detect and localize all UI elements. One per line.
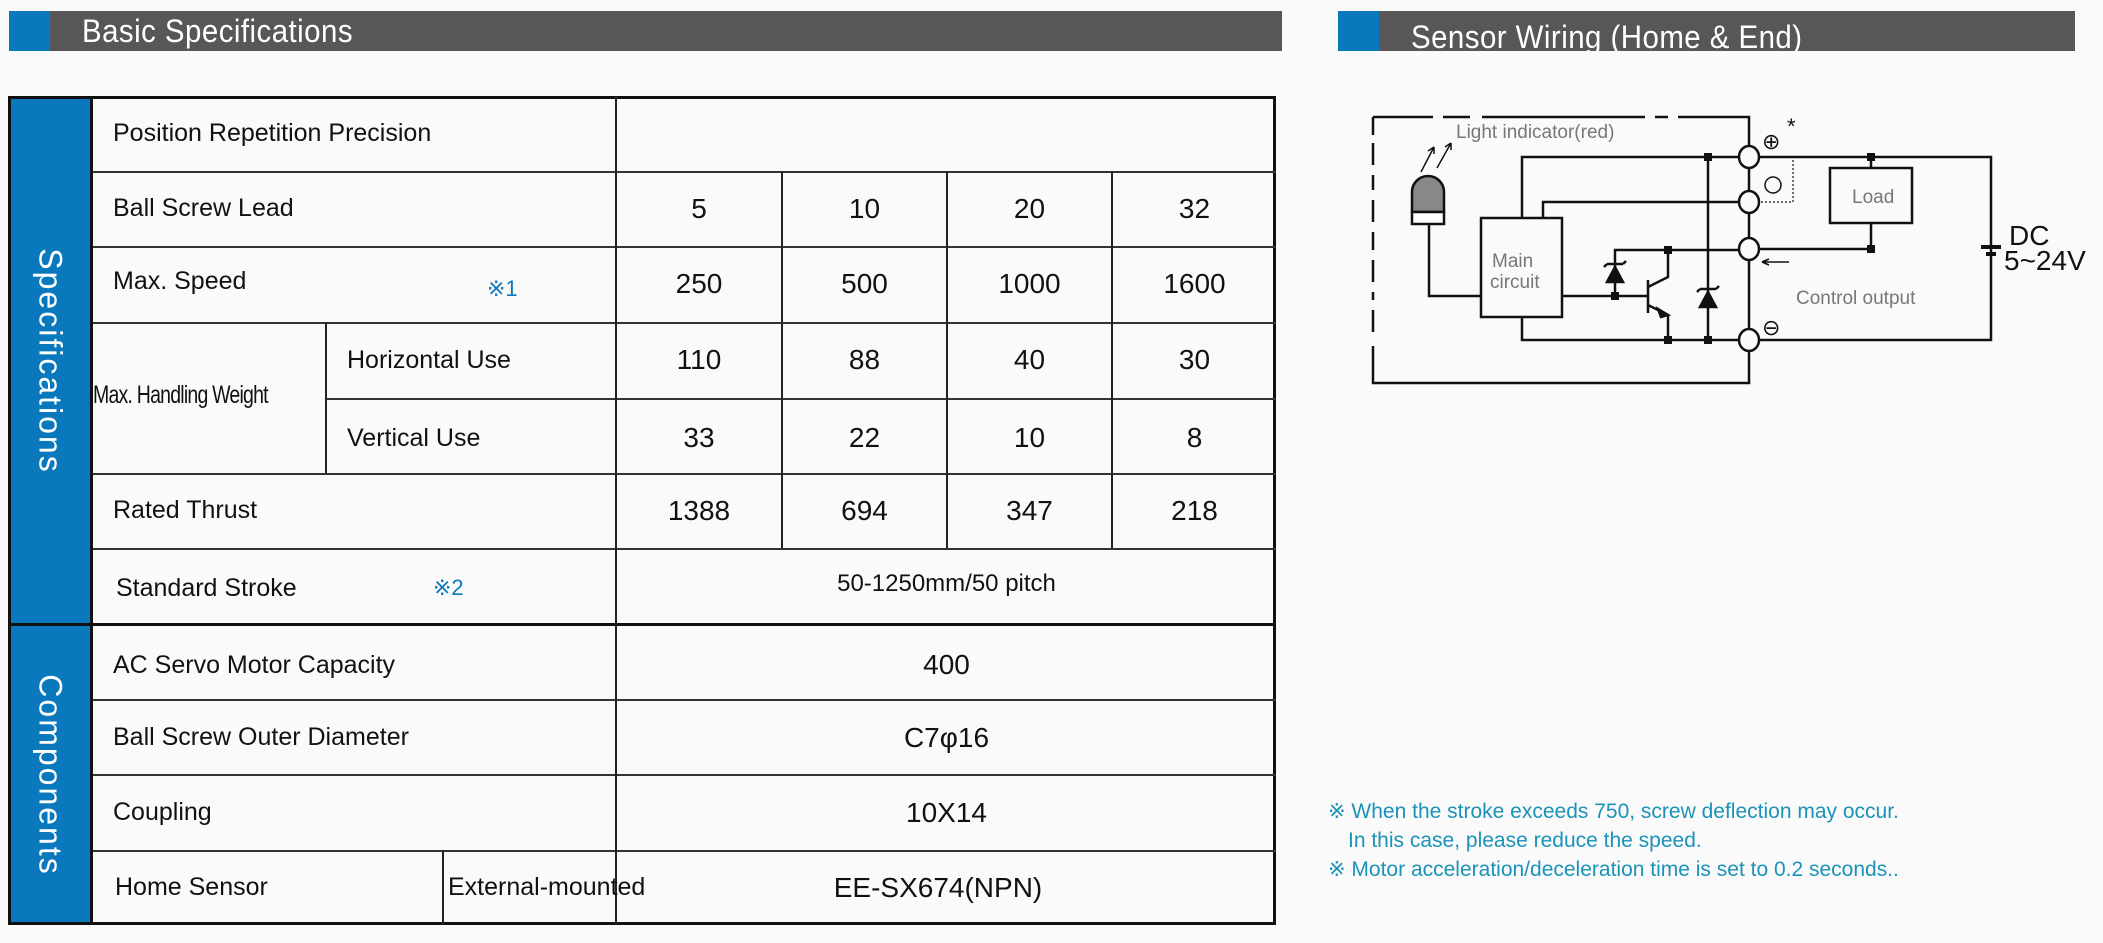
divider <box>90 96 93 925</box>
spec-table <box>8 96 1276 925</box>
light-indicator-label: Light indicator(red) <box>1456 122 1614 143</box>
label-horizontal: Horizontal Use <box>347 345 511 374</box>
divider <box>91 850 1276 852</box>
voltage-label: 5~24V <box>2004 245 2086 276</box>
value-diameter: C7φ16 <box>903 721 990 753</box>
divider <box>442 850 444 925</box>
value-stroke: 50-1250mm/50 pitch <box>837 570 1056 597</box>
terminal-blank-icon <box>1764 176 1782 194</box>
footnote-2: ※ Motor acceleration/deceleration time i… <box>1328 858 1899 881</box>
terminals <box>1737 144 1761 353</box>
header-title: Basic Specifications <box>82 13 354 49</box>
divider <box>325 322 327 473</box>
divider <box>8 623 1276 626</box>
light-arrows-icon <box>1420 142 1452 173</box>
load-label: Load <box>1852 187 1894 208</box>
header-accent <box>9 11 50 51</box>
value-cell: 8 <box>1186 422 1203 453</box>
label-diameter: Ball Screw Outer Diameter <box>113 723 409 751</box>
sensor-housing <box>1371 115 1751 385</box>
divider <box>91 246 1276 248</box>
value-coupling: 10X14 <box>906 796 987 828</box>
value-cell: 88 <box>848 344 881 375</box>
divider <box>1111 171 1113 548</box>
junction-dots <box>1611 153 1875 344</box>
value-cell: 10 <box>848 192 881 224</box>
footnote-1: ※ When the stroke exceeds 750, screw def… <box>1328 800 1899 823</box>
led-icon <box>1410 174 1446 226</box>
divider <box>946 171 948 548</box>
minus-terminal-icon: ⊖ <box>1762 315 1780 340</box>
label-sensor: Home Sensor <box>115 873 268 901</box>
value-cell: 250 <box>675 268 723 299</box>
value-cell: 40 <box>1013 344 1046 375</box>
label-motor: AC Servo Motor Capacity <box>113 650 396 679</box>
value-cell: 20 <box>1013 192 1046 224</box>
value-sensor: EE-SX674(NPN) <box>833 871 1043 903</box>
note-marker-1: ※1 <box>487 276 518 301</box>
sensor-wiring-header: Sensor Wiring (Home & End) <box>1338 11 2075 51</box>
label-thrust: Rated Thrust <box>113 496 258 524</box>
value-cell: 30 <box>1178 344 1211 375</box>
label-vertical: Vertical Use <box>347 423 481 452</box>
value-cell: 110 <box>676 344 722 375</box>
value-cell: 32 <box>1178 192 1211 224</box>
basic-specifications-header: Basic Specifications <box>9 11 1282 51</box>
group-specifications: Specifications <box>8 96 91 625</box>
arrow-icon <box>1761 258 1789 266</box>
divider <box>91 322 1276 324</box>
group-components: Components <box>8 625 91 925</box>
value-cell: 500 <box>841 268 888 299</box>
zener-diodes <box>1603 260 1720 319</box>
plus-terminal-icon: ⊕ <box>1762 129 1780 154</box>
value-cell: 218 <box>1171 494 1218 526</box>
divider <box>91 473 1276 475</box>
value-cell: 1000 <box>998 268 1061 299</box>
value-cell: 1388 <box>667 494 731 526</box>
value-cell: 347 <box>1006 494 1053 526</box>
control-output-label: Control output <box>1796 288 1916 309</box>
label-lead: Ball Screw Lead <box>113 194 294 222</box>
main-circuit-box <box>1479 216 1564 319</box>
divider <box>326 398 1276 400</box>
dc-label: DC <box>2009 220 2049 251</box>
header-title: Sensor Wiring (Home & End) <box>1411 19 1803 51</box>
note-marker-2: ※2 <box>433 575 464 600</box>
label-precision: Position Repetition Precision <box>113 119 432 147</box>
divider <box>91 699 1276 701</box>
header-accent <box>1338 11 1379 51</box>
divider <box>781 171 783 548</box>
asterisk-mark: * <box>1787 114 1796 139</box>
divider <box>615 96 617 925</box>
divider <box>91 171 1276 173</box>
value-cell: 1600 <box>1163 268 1226 299</box>
value-cell: 22 <box>848 422 881 453</box>
label-coupling: Coupling <box>113 798 212 826</box>
weight-label-text: Max. Handling Weight <box>93 380 269 409</box>
main-circuit-label-2: circuit <box>1490 272 1540 293</box>
value-cell: 33 <box>683 422 715 453</box>
value-cell: 5 <box>691 192 707 224</box>
label-stroke: Standard Stroke <box>116 574 297 602</box>
value-cell: 694 <box>841 494 888 526</box>
value-motor: 400 <box>923 649 970 680</box>
footnote-1-continued: In this case, please reduce the speed. <box>1348 829 1702 852</box>
battery-icon <box>1981 245 2001 256</box>
load-box <box>1828 166 1914 225</box>
value-cell: 10 <box>1013 422 1046 453</box>
label-speed: Max. Speed <box>113 266 247 295</box>
main-circuit-label-1: Main <box>1492 251 1533 272</box>
divider <box>91 774 1276 776</box>
label-sensor-mount: External-mounted <box>448 873 646 901</box>
divider <box>91 548 1276 550</box>
label-weight: Max. Handling Weight <box>93 378 325 412</box>
